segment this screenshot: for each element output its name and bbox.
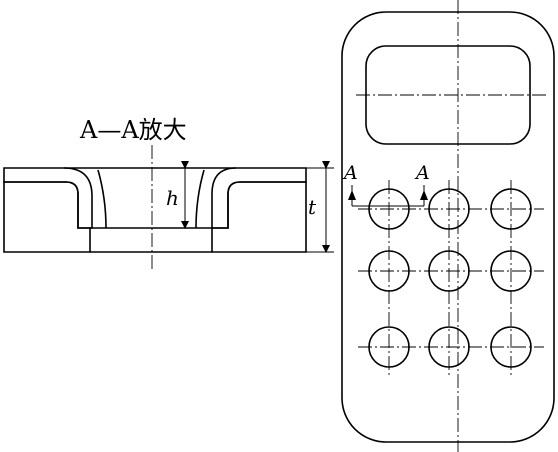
right-coating-section (211, 167, 307, 229)
section-title: A—A放大 (79, 116, 187, 144)
hole (428, 326, 470, 368)
hole (490, 188, 532, 230)
section-arrow-right-head (420, 190, 428, 200)
hole-left-flank (97, 169, 107, 229)
hole (368, 188, 410, 230)
panel-outline (341, 11, 555, 443)
left-coating-section (3, 167, 93, 229)
hole (368, 326, 410, 368)
hole (428, 188, 470, 230)
hole (428, 250, 470, 292)
hole-grid (358, 180, 544, 376)
left-body-section (3, 181, 91, 253)
hole (368, 250, 410, 292)
hole-right-flank (195, 169, 205, 229)
hole (490, 250, 532, 292)
hole (490, 326, 532, 368)
section-mark-left: A (342, 162, 358, 184)
section-mark-right: A (414, 162, 430, 184)
right-body-section (211, 181, 307, 253)
dimension-t-label: t (308, 195, 317, 219)
section-arrow-left-head (348, 190, 356, 200)
dimension-h-label: h (166, 186, 179, 210)
